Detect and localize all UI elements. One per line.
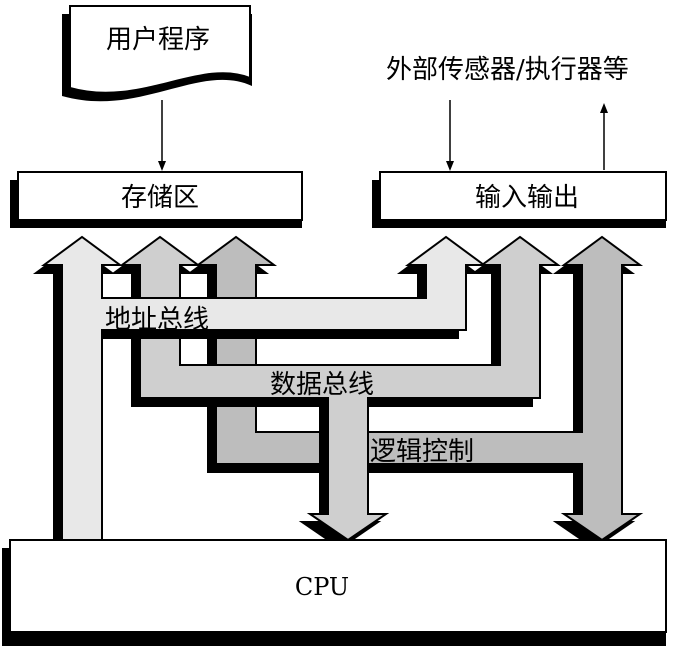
user-program-label: 用户程序	[106, 25, 210, 55]
io-label: 输入输出	[475, 183, 579, 213]
memory-box: 存储区	[10, 171, 303, 228]
user-program-document: 用户程序	[62, 5, 252, 102]
cpu-box-body	[9, 539, 667, 633]
io-box: 输入输出	[372, 171, 667, 228]
address-bus	[32, 235, 488, 549]
address-bus-label: 地址总线	[105, 305, 209, 335]
user-program-body	[69, 5, 251, 94]
address-bus-shape	[40, 235, 488, 541]
control-bus-label: 逻辑控制	[370, 437, 474, 467]
memory-label: 存储区	[121, 183, 199, 213]
io-box-body	[379, 171, 667, 221]
data-bus-label: 数据总线	[270, 370, 374, 400]
external-devices-label: 外部传感器/执行器等	[386, 55, 629, 85]
control-bus-shape	[194, 235, 644, 542]
memory-box-body	[17, 171, 303, 221]
data-bus-shape	[118, 235, 562, 542]
control-bus	[186, 235, 644, 550]
cpu-label: CPU	[295, 573, 349, 601]
cpu-box: CPU	[2, 539, 667, 646]
data-bus	[110, 235, 562, 550]
